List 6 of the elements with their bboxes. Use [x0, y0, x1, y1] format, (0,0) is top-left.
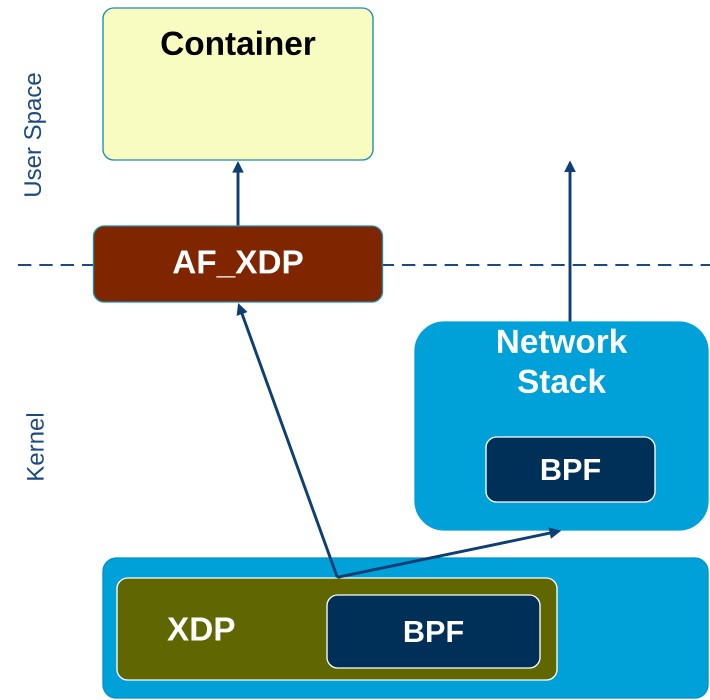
bpf-box: BPF: [326, 594, 541, 669]
bpf-box: BPF: [485, 436, 656, 503]
container-box: Container: [102, 7, 374, 161]
socket-box: AF_XDP: [92, 225, 384, 303]
side-label: User Space: [24, 73, 46, 196]
side-label: Kernel: [26, 414, 44, 480]
